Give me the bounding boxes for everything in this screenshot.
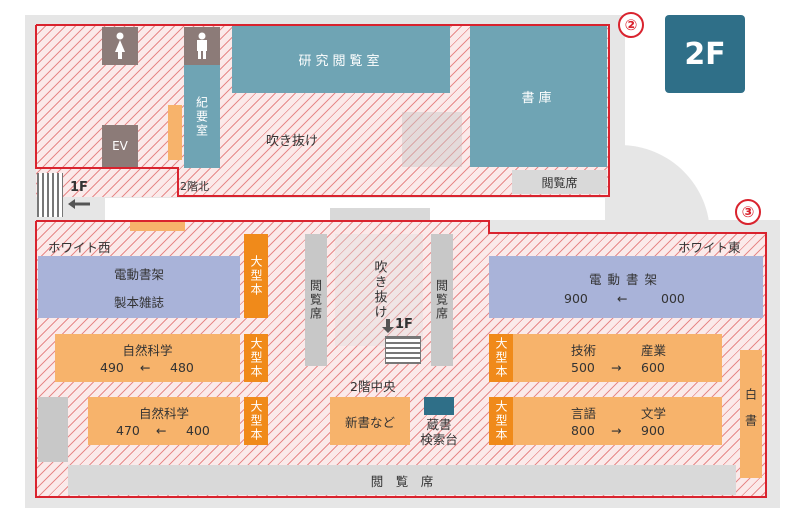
shelf-natural-science-2[interactable]: 自然科学 470 ← 400 [88, 397, 240, 445]
power-shelves-east-to: 000 [661, 291, 685, 306]
shelf-language-to: 900 [641, 423, 665, 438]
white-west-label: ホワイト西 [48, 240, 111, 255]
north-reading-seats-label: 閲覧席 [541, 175, 578, 190]
memorial-room-label: 紀要室 [194, 95, 209, 138]
restroom-male [184, 27, 220, 65]
white-east-label: ホワイト東 [678, 240, 741, 255]
power-shelves-west[interactable]: 電動書架 製本雑誌 [38, 256, 240, 318]
shelf-language-title-a: 言語 [571, 406, 597, 421]
shelf-new-books[interactable]: 新書など [330, 397, 410, 445]
shelf-technology[interactable]: 技術 産業 500 → 600 [513, 334, 722, 382]
shelf-natural-science-1-title: 自然科学 [122, 343, 173, 358]
shelf-technology-to: 600 [641, 360, 665, 375]
stairs-center-icon [385, 336, 421, 364]
shelf-natural-science-2-from: 470 [116, 423, 140, 438]
region-marker-3: ③ [735, 199, 761, 225]
stairs-north-label: 1F [70, 180, 88, 195]
memorial-room[interactable]: 紀要室 [184, 65, 220, 168]
north-area-label: 2階北 [180, 180, 209, 193]
elevator-label: EV [112, 139, 128, 153]
research-room[interactable]: 研究閲覧室 [232, 25, 450, 93]
region-marker-2: ② [618, 12, 644, 38]
power-shelves-east[interactable]: 電動書架 900 ← 000 [489, 256, 763, 318]
center-region-notch [489, 220, 767, 233]
reading-seats-west: 閲覧席 [305, 234, 327, 366]
north-reading-seats: 閲覧席 [512, 170, 607, 194]
shelf-technology-from: 500 [571, 360, 595, 375]
large-books-5[interactable]: 大型本 [489, 397, 513, 445]
opac-label-line1: 蔵書 [426, 417, 452, 432]
shelf-natural-science-1[interactable]: 自然科学 490 ← 480 [55, 334, 240, 382]
opac-label: 蔵書 検索台 [412, 417, 466, 447]
shelf-white-papers[interactable]: 白書 [740, 350, 762, 478]
down-arrow-icon [382, 319, 394, 333]
shelf-natural-science-1-to: 480 [170, 360, 194, 375]
shelf-natural-science-1-arrow: ← [140, 360, 151, 375]
large-books-3[interactable]: 大型本 [244, 397, 268, 445]
shelf-white-papers-label: 白書 [743, 388, 758, 440]
power-shelves-west-line1: 電動書架 [113, 267, 164, 282]
shelf-natural-science-2-title: 自然科学 [138, 406, 189, 421]
restroom-female [102, 27, 138, 65]
bottom-reading-seats-label: 閲 覧 席 [370, 473, 434, 489]
west-wall-seats [38, 397, 68, 462]
stacks-room[interactable]: 書庫 [470, 25, 607, 167]
north-atrium-label: 吹き抜け [265, 134, 318, 149]
stacks-room-label: 書庫 [521, 90, 556, 106]
power-shelves-west-line2: 製本雑誌 [113, 295, 164, 310]
shelf-technology-title-a: 技術 [571, 343, 597, 358]
stairs-icon [37, 173, 63, 217]
north-atrium: 吹き抜け [222, 112, 362, 167]
large-books-1[interactable]: 大型本 [244, 234, 268, 318]
shelf-natural-science-2-arrow: ← [156, 423, 167, 438]
shelf-language-arrow: → [611, 423, 622, 438]
power-shelves-east-from: 900 [564, 291, 588, 306]
opac-label-line2: 検索台 [420, 432, 458, 447]
bottom-reading-seats: 閲 覧 席 [68, 465, 736, 495]
shelf-technology-arrow: → [611, 360, 622, 375]
elevator[interactable]: EV [102, 125, 138, 167]
shelf-language-from: 800 [571, 423, 595, 438]
male-restroom-icon [197, 32, 207, 59]
left-arrow-icon [68, 199, 90, 209]
center-atrium: 吹き抜け [335, 234, 423, 346]
floor-badge: 2F [665, 15, 745, 93]
female-restroom-icon [115, 32, 125, 59]
shelf-language[interactable]: 言語 文学 800 → 900 [513, 397, 722, 445]
power-shelves-east-title: 電動書架 [588, 272, 663, 287]
opac-terminal[interactable] [424, 397, 454, 415]
large-books-4[interactable]: 大型本 [489, 334, 513, 382]
north-atrium-frame [402, 112, 462, 167]
shelf-natural-science-1-from: 490 [100, 360, 124, 375]
shelf-technology-title-b: 産業 [641, 343, 667, 358]
shelf-natural-science-2-to: 400 [186, 423, 210, 438]
shelf-new-books-label: 新書など [344, 414, 395, 430]
north-small-shelf [168, 105, 182, 160]
power-shelves-east-arrow: ← [617, 291, 628, 306]
center-top-shelf [130, 221, 185, 231]
reading-seats-east: 閲覧席 [431, 234, 453, 366]
stairs-center-label: 1F [395, 317, 413, 332]
center-area-label: 2階中央 [350, 379, 396, 394]
research-room-label: 研究閲覧室 [298, 53, 384, 69]
large-books-2[interactable]: 大型本 [244, 334, 268, 382]
shelf-language-title-b: 文学 [641, 406, 667, 421]
